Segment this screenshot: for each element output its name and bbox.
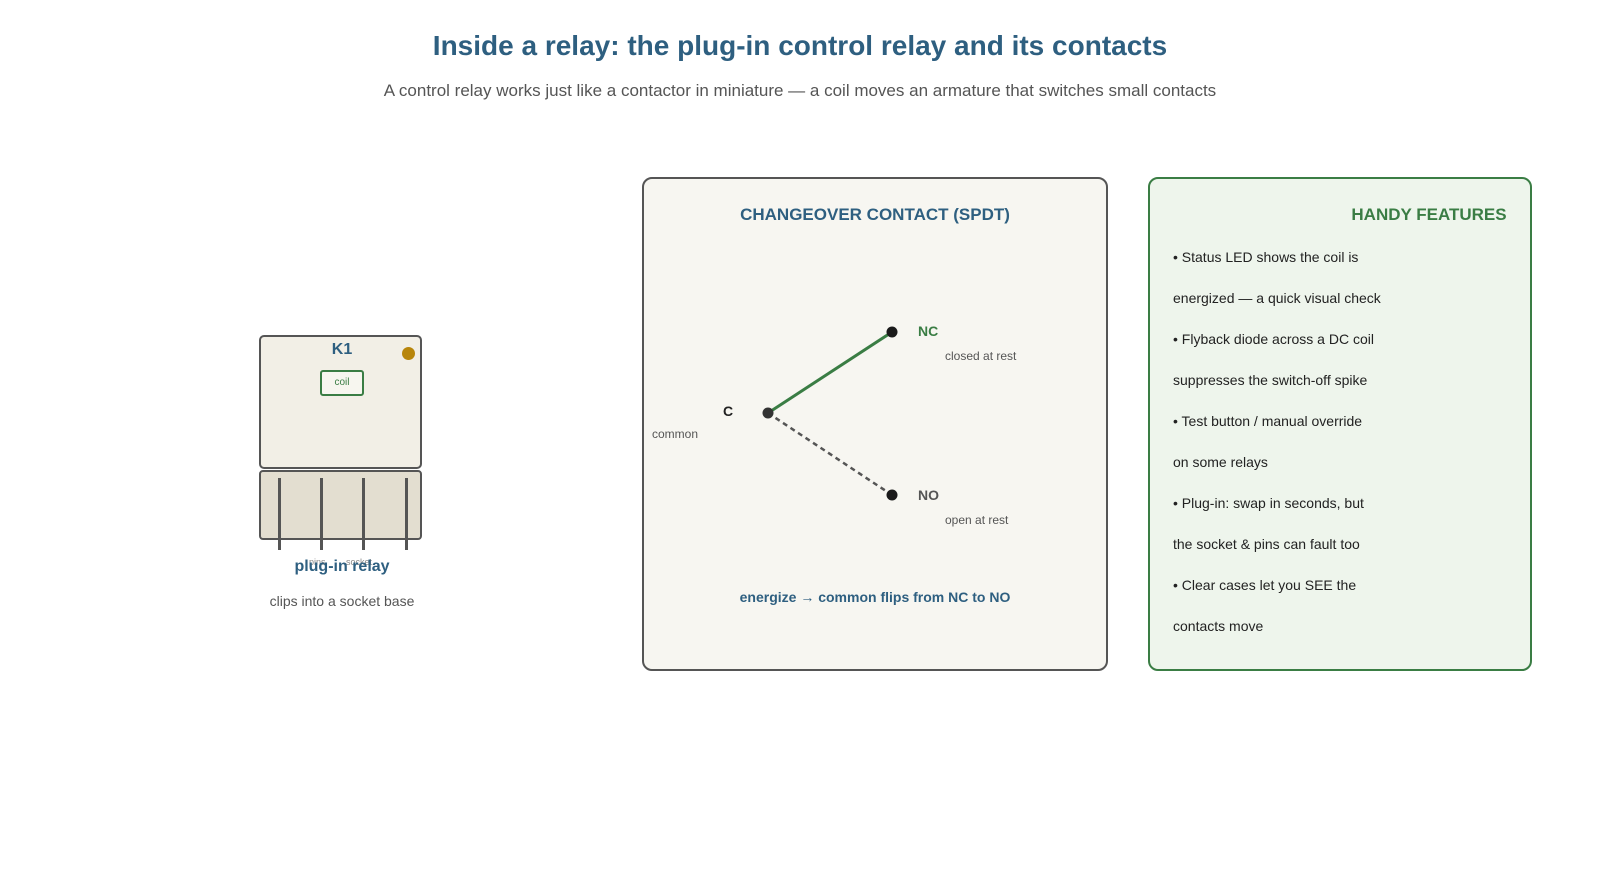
pins-label: pins bbox=[309, 557, 326, 567]
relay-pin bbox=[405, 478, 408, 550]
feature-line: suppresses the switch-off spike bbox=[1173, 372, 1368, 388]
contact-diagram bbox=[762, 326, 898, 501]
common-label: common bbox=[652, 427, 699, 441]
features-title: HANDY FEATURES bbox=[1351, 205, 1507, 224]
common-terminal bbox=[762, 407, 774, 419]
feature-line: • Test button / manual override bbox=[1173, 413, 1363, 429]
relay-pin bbox=[362, 478, 365, 550]
feature-line: • Plug-in: swap in seconds, but bbox=[1173, 495, 1364, 511]
nc-label: NC bbox=[918, 323, 939, 339]
nc-terminal bbox=[886, 326, 898, 338]
relay-pin bbox=[320, 478, 323, 550]
features-panel: HANDY FEATURES • Status LED shows the co… bbox=[1148, 177, 1532, 671]
nc-state: closed at rest bbox=[945, 349, 1017, 363]
feature-line: contacts move bbox=[1173, 618, 1264, 634]
relay-body bbox=[259, 335, 422, 469]
relay-socket-base bbox=[259, 470, 422, 540]
coil-box: coil bbox=[320, 370, 364, 396]
no-state: open at rest bbox=[945, 513, 1009, 527]
socket-label: socket bbox=[346, 557, 373, 567]
contact-panel: CHANGEOVER CONTACT (SPDT) C common NC cl… bbox=[642, 177, 1108, 671]
no-label: NO bbox=[918, 487, 939, 503]
features-list: • Status LED shows the coil is energized… bbox=[1173, 237, 1513, 647]
feature-line: • Clear cases let you SEE the bbox=[1173, 577, 1357, 593]
relay-pin bbox=[278, 478, 281, 550]
relay-caption: plug-in relay bbox=[294, 558, 390, 575]
contact-note: energize → common flips from NC to NO bbox=[739, 589, 1011, 605]
relay-tag: K1 bbox=[331, 341, 353, 358]
feature-line: the socket & pins can fault too bbox=[1173, 536, 1360, 552]
no-terminal bbox=[886, 489, 898, 501]
feature-line: on some relays bbox=[1173, 454, 1268, 470]
page-subtitle: A control relay works just like a contac… bbox=[383, 81, 1217, 100]
feature-line: • Flyback diode across a DC coil bbox=[1173, 331, 1374, 347]
relay-subcaption: clips into a socket base bbox=[269, 593, 415, 609]
contact-arm-no bbox=[767, 411, 893, 497]
contact-panel-title: CHANGEOVER CONTACT (SPDT) bbox=[740, 205, 1010, 224]
status-led-icon bbox=[402, 347, 415, 360]
common-letter: C bbox=[723, 403, 734, 419]
contact-arm-nc bbox=[767, 330, 893, 415]
feature-line: energized — a quick visual check bbox=[1173, 290, 1381, 306]
feature-line: • Status LED shows the coil is bbox=[1173, 249, 1359, 265]
page-title: Inside a relay: the plug-in control rela… bbox=[432, 30, 1168, 61]
